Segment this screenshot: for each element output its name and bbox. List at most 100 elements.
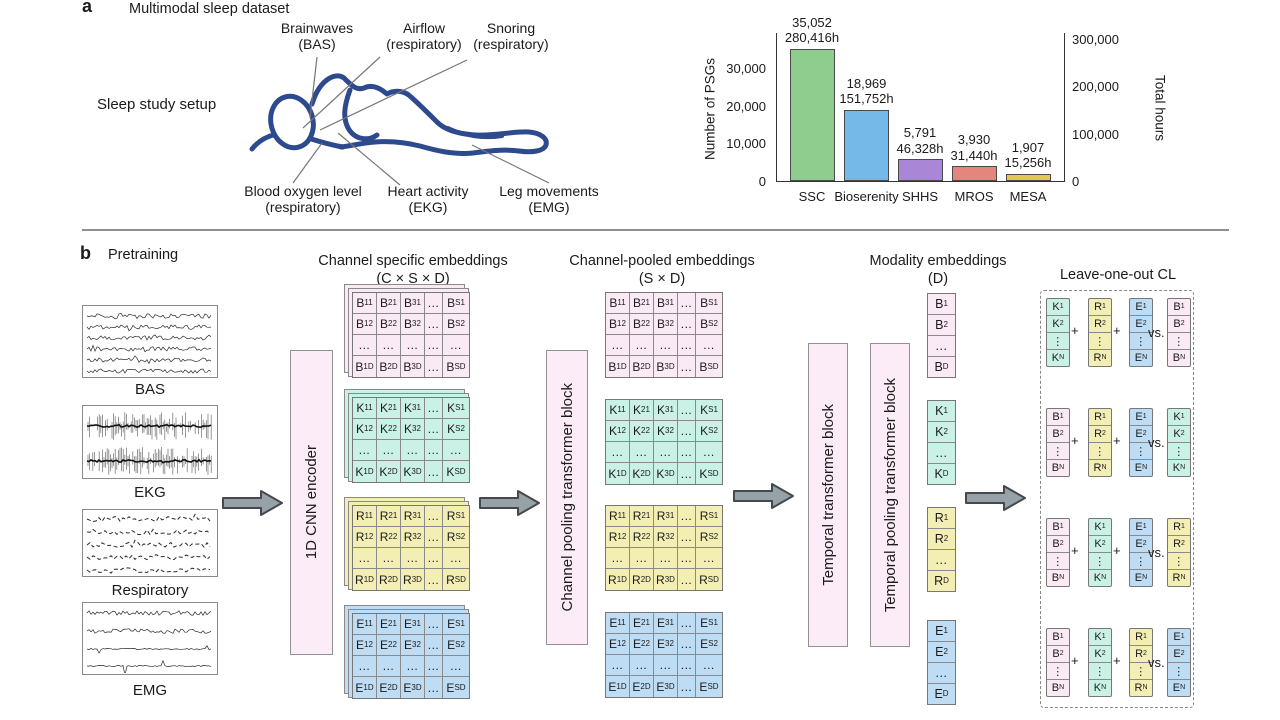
vector-cell: ⋮ — [1168, 663, 1190, 680]
matrix-cell: ... — [425, 527, 443, 548]
annotation-line — [309, 56, 318, 119]
col3-header-line1: Modality embeddings — [869, 253, 1007, 269]
plus-operator: + — [1071, 323, 1079, 338]
matrix-cell: ... — [678, 655, 696, 676]
temporal-pooling-transformer-block: Temporal pooling transformer block — [870, 343, 910, 647]
leg-line — [446, 126, 504, 140]
signal-box — [82, 305, 218, 378]
matrix-cell: ... — [353, 335, 377, 356]
matrix-cell: ... — [678, 442, 696, 463]
matrix-cell: ... — [353, 548, 377, 569]
vs-label: vs. — [1148, 435, 1165, 450]
signal-trace — [86, 610, 212, 676]
bar-hours-label: 46,328h — [896, 140, 944, 156]
bar-count-label: 1,907 — [1011, 139, 1045, 155]
annotation-line2: (EMG) — [528, 199, 570, 215]
plus-operator: + — [1071, 433, 1079, 448]
plus-operator: + — [1071, 543, 1079, 558]
signal-box — [82, 602, 218, 676]
plus-operator: + — [1113, 543, 1121, 558]
matrix-cell: ... — [377, 656, 401, 677]
bar — [844, 109, 889, 181]
matrix-cell: ... — [630, 655, 654, 676]
temporal-transformer-block: Temporal transformer block — [808, 343, 848, 647]
matrix-cell: ... — [425, 656, 443, 677]
flow-arrow-icon — [733, 483, 794, 509]
signal-label: EKG — [134, 484, 166, 501]
annotation-line — [337, 132, 401, 186]
left-axis-tick-label: 20,000 — [726, 98, 766, 114]
flow-arrow-icon — [479, 490, 540, 516]
bar-count-label: 18,969 — [846, 75, 887, 91]
matrix-cell: ... — [401, 440, 425, 461]
signal-box — [82, 509, 218, 577]
matrix-cell: ... — [443, 548, 469, 569]
matrix-cell: ... — [678, 400, 696, 421]
matrix-cell: ... — [425, 635, 443, 656]
matrix-cell: ... — [425, 356, 443, 377]
matrix-cell: ... — [630, 548, 654, 569]
annotation-line2: (respiratory) — [473, 36, 549, 52]
plus-operator: + — [1071, 653, 1079, 668]
matrix-cell: ... — [678, 314, 696, 335]
matrix-cell: ... — [425, 548, 443, 569]
matrix-cell: ... — [678, 613, 696, 634]
vector-cell: ... — [928, 663, 955, 684]
matrix-cell: ... — [678, 676, 696, 697]
matrix-cell: ... — [425, 293, 443, 314]
matrix-cell: ... — [678, 463, 696, 484]
bar — [789, 48, 835, 181]
